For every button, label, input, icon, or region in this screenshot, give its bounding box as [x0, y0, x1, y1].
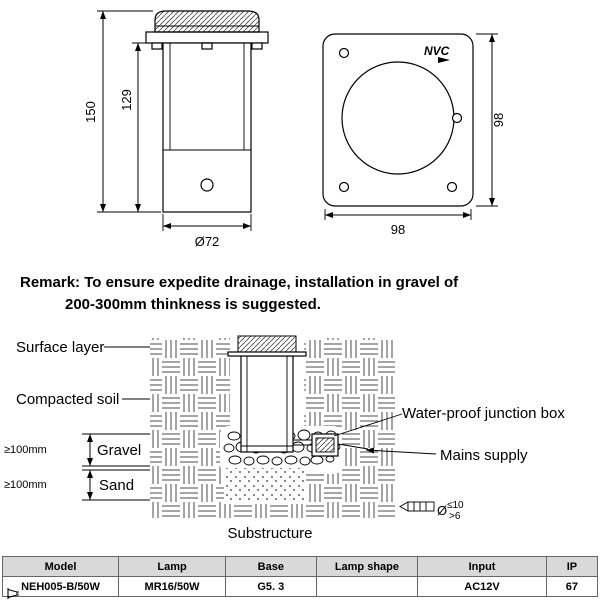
col-header-base: Base [225, 556, 317, 577]
remark-line2: 200-300mm thinkness is suggested. [65, 296, 321, 313]
remark-line1: Remark: To ensure expedite drainage, ins… [20, 274, 459, 291]
embedded-fixture [227, 335, 369, 457]
logo-arrow-icon [438, 57, 450, 63]
surface-layer-label: Surface layer [16, 339, 104, 356]
center-tab [201, 42, 213, 50]
dim-label-129: 129 [119, 89, 134, 111]
col-header-lamp-shape: Lamp shape [315, 556, 419, 577]
col-header-input: Input [417, 556, 547, 577]
junction-box-label: Water-proof junction box [402, 405, 565, 422]
compacted-soil-label: Compacted soil [16, 391, 119, 408]
gravel-min-label: ≥100mm [4, 444, 47, 456]
sand-texture [224, 468, 306, 502]
clip-right [251, 42, 263, 50]
cable-detail: Ø ≤10 >6 [399, 500, 464, 522]
cable-entry-hole [200, 178, 214, 192]
lamp-shape-icon [6, 587, 19, 599]
mains-supply-label: Mains supply [440, 447, 528, 464]
mounting-hole [338, 47, 350, 59]
inner-sleeve [163, 43, 251, 151]
fixture-cap [237, 335, 297, 353]
clip-left [151, 42, 163, 50]
faceplate-square [322, 33, 474, 207]
mounting-hole [446, 181, 458, 193]
mains-supply-arrow [365, 447, 437, 455]
fixture-body [240, 355, 294, 453]
table-header-row: Model Lamp Base Lamp shape Input IP [1, 556, 599, 577]
cable-max-label: ≤10 [447, 500, 464, 511]
dim-label-98-vertical: 98 [491, 113, 506, 127]
col-header-model: Model [1, 556, 120, 577]
nvc-logo: NVC [424, 44, 450, 58]
lamp-cap [154, 10, 260, 33]
flange [145, 31, 269, 44]
substructure-label: Substructure [227, 525, 312, 542]
dim-label-150: 150 [83, 101, 98, 123]
cell-model: NEH005-B/50W [1, 576, 120, 597]
front-view-drawing: NVC 98 98 [322, 33, 506, 237]
mains-cable [337, 443, 369, 450]
fixture-flange [227, 351, 307, 357]
gravel-label: Gravel [97, 442, 141, 459]
table-row: NEH005-B/50W MR16/50W G5. 3 AC12V 67 [1, 576, 599, 599]
cell-lamp: MR16/50W [118, 576, 227, 597]
technical-drawings: 150 129 Ø72 NVC 98 [83, 10, 506, 249]
sand-min-label: ≥100mm [4, 479, 47, 491]
cable-diameter-symbol: Ø [437, 503, 447, 518]
installation-diagram: Surface layer Compacted soil ≥100mm Grav… [4, 335, 565, 542]
cell-base: G5. 3 [225, 576, 317, 597]
cell-lamp-shape [6, 576, 419, 599]
col-header-ip: IP [545, 556, 599, 577]
cell-input: AC12V [417, 576, 547, 597]
dim-label-diameter: Ø72 [195, 234, 220, 249]
remark-text: Remark: To ensure expedite drainage, ins… [20, 272, 585, 316]
dim-label-98-horizontal: 98 [391, 222, 405, 237]
mounting-hole [451, 112, 463, 124]
side-view-drawing: 150 129 Ø72 [83, 10, 269, 249]
cable-min-label: >6 [449, 511, 461, 522]
cell-ip: 67 [545, 576, 599, 597]
mounting-hole [338, 181, 350, 193]
conduit [293, 439, 312, 446]
col-header-lamp: Lamp [118, 556, 227, 577]
body-cylinder [162, 42, 252, 213]
spec-table: Model Lamp Base Lamp shape Input IP NEH0… [1, 556, 599, 599]
sand-label: Sand [99, 477, 134, 494]
